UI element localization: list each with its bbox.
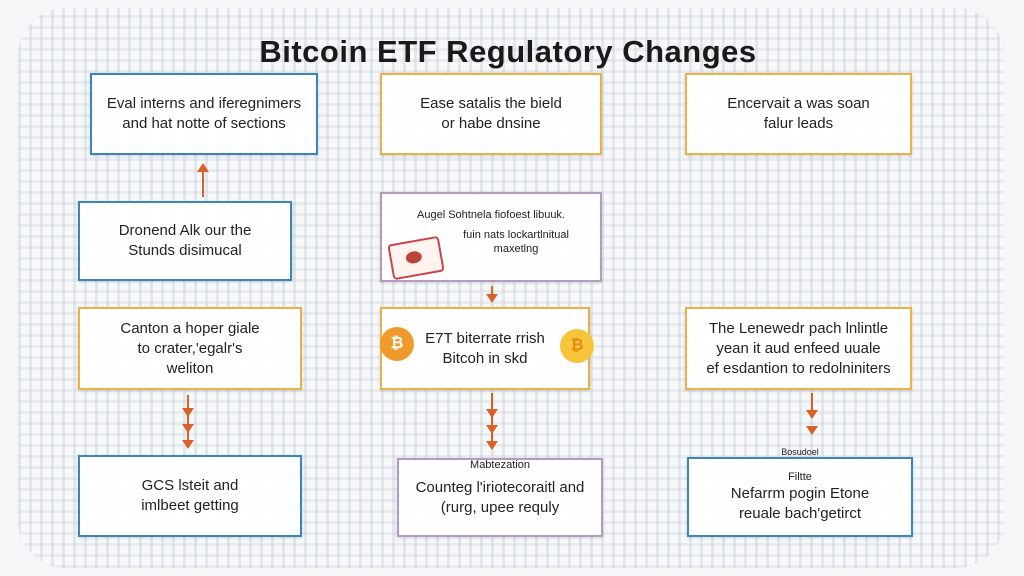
arrow-down-c3-c4 [811,393,813,413]
box-b2: Augel Sohtnela fiofoest libuuk. fuin nat… [380,192,602,282]
box-text: to crater,'egalr's [137,339,243,357]
box-text: The Lenewedr pach lnlintle [708,319,889,337]
box-c4: Bosudoel Filtte Nefarrm pogin Etone reua… [687,447,913,537]
box-text: Augel Sohtnela fiofoest libuuk. [417,209,565,221]
arrow-head-icon [182,408,194,417]
box-a2: Dronend Alk our the Stunds disimucal [78,201,292,281]
diagram-title: Bitcoin ETF Regulatory Changes [259,34,757,69]
box-text: Ease satalis the bield [420,95,562,112]
box-a1: Eval interns and iferegnimers and hat no… [90,73,318,155]
box-text: Stunds disimucal [128,242,242,259]
box-text: GCS lsteit and [141,477,239,494]
box-text: weliton [166,359,214,377]
arrow-head-icon [197,163,209,172]
box-text: E7T biterrate rrish [425,329,545,347]
box-c3: The Lenewedr pach lnlintle yean it aud e… [685,307,912,390]
arrow-head-icon [486,294,498,303]
arrow-head-icon [486,441,498,450]
box-text: Encervait a was soan [727,95,870,112]
box-text: or habe dnsine [441,115,541,132]
box-label: Mabtezation [470,459,530,471]
box-text: and hat notte of sections [122,115,286,132]
arrow-down-b2-b3 [491,286,493,296]
box-text: Nefarrm pogin Etone [730,485,870,502]
box-text: Counteg l'iriotecoraitl and [415,478,585,496]
arrow-head-icon [486,409,498,418]
box-text: Bitcoh in skd [442,349,528,367]
box-c1: Encervait a was soan falur leads [685,73,912,155]
box-text: imlbeet getting [141,497,239,514]
box-b3: ₿ ₿ E7T biterrate rrish Bitcoh in skd [380,307,594,390]
box-label: Bosudoel [781,447,819,457]
box-a3: Canton a hoper giale to crater,'egalr's … [78,307,302,390]
box-text: fuin nats lockartlnitual [463,229,569,241]
arrow-head-icon [806,426,818,435]
box-text: yean it aud enfeed uuale [716,339,881,357]
box-text: ef esdantion to redolniniters [706,359,891,377]
arrow-head-icon [806,410,818,419]
box-text: Canton a hoper giale [120,319,260,337]
box-text: Eval interns and iferegnimers [106,95,302,112]
arrow-down-b3-b4 [491,393,493,445]
box-b4: Mabtezation Counteg l'iriotecoraitl and … [397,458,603,537]
arrow-head-icon [182,424,194,433]
box-sublabel: Filtte [788,471,812,483]
arrow-down-a3-a4 [187,395,189,445]
box-b1: Ease satalis the bield or habe dnsine [380,73,602,155]
box-text: (rurg, upee requly [440,498,560,516]
bitcoin-icon: ₿ [560,329,594,363]
arrow-head-icon [486,425,498,434]
box-a4: GCS lsteit and imlbeet getting [78,455,302,537]
box-text: Dronend Alk our the [118,222,252,239]
arrow-up-a2-a1 [202,170,204,197]
box-text: reuale bach'getirct [738,505,862,522]
document-icon [387,235,445,281]
box-text: maxetlng [493,243,539,255]
bitcoin-icon: ₿ [380,327,414,361]
arrow-head-icon [182,440,194,449]
box-text: falur leads [763,115,834,132]
